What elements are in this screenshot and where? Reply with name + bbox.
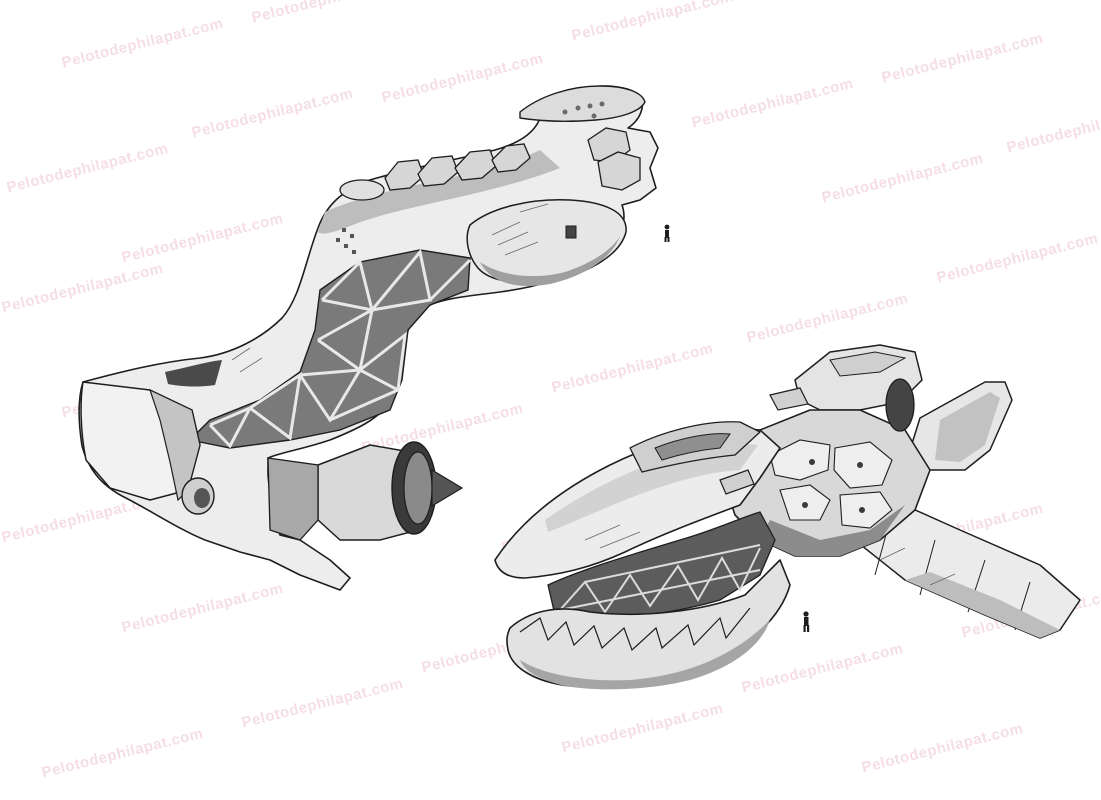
ship2-upper-jaw-top bbox=[545, 444, 758, 532]
ship2-wing-shadow bbox=[905, 572, 1060, 638]
ship2-rear-engine bbox=[885, 378, 915, 432]
ship2-core-shadow bbox=[760, 505, 905, 556]
ship1-engine-under bbox=[267, 457, 319, 541]
ship2-tail-fin-shade bbox=[935, 392, 1000, 462]
ship1-front-pod-shadow bbox=[480, 236, 620, 286]
ship1-truss-bracing bbox=[208, 248, 472, 449]
ship1-turrets bbox=[384, 127, 641, 191]
ship1-dome bbox=[339, 179, 385, 201]
ship1-rear-thruster-core bbox=[194, 488, 210, 508]
ship2-canopy-glass bbox=[654, 433, 731, 461]
ship2-lower-jaw-teeth bbox=[519, 607, 751, 652]
ship1-hatching bbox=[231, 203, 549, 373]
ship2-core-plates bbox=[769, 439, 893, 529]
ship2-core-ports bbox=[802, 459, 865, 513]
ship1-spine-windows bbox=[336, 228, 356, 254]
ship1-front-pod bbox=[466, 198, 627, 284]
human-figure-scale-top bbox=[664, 224, 670, 242]
ship1-head-plate bbox=[519, 85, 646, 123]
ship1-head-windows bbox=[562, 101, 605, 119]
spaceship-right bbox=[494, 344, 1081, 690]
ship1-engine-ring-inner bbox=[403, 451, 433, 525]
ship1-engine-cone bbox=[431, 468, 464, 508]
ship1-underside-shadow bbox=[165, 360, 222, 387]
ship2-mouth-truss bbox=[559, 544, 761, 614]
ship2-side-pylons bbox=[719, 387, 809, 495]
ship2-upper-pod-top bbox=[829, 351, 907, 377]
ship1-hatch bbox=[565, 225, 577, 239]
spaceship-left bbox=[78, 85, 659, 591]
human-figure-scale-bottom bbox=[803, 611, 810, 632]
ship2-hatching bbox=[584, 524, 956, 586]
ship2-lower-jaw-shadow bbox=[520, 620, 770, 690]
